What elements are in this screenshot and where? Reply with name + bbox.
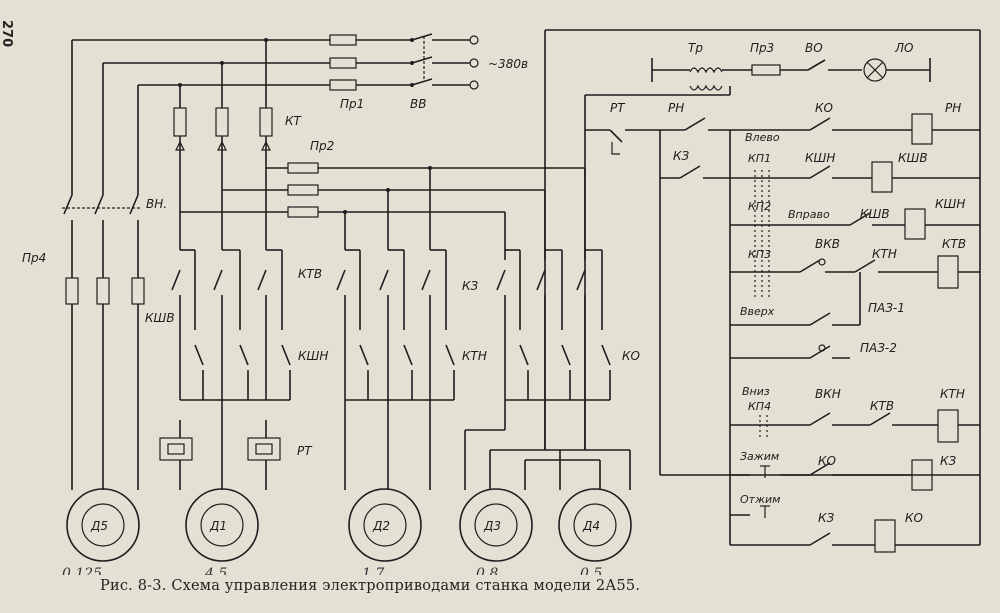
label-pr4: Пр4 [22, 251, 46, 265]
label-kz-otzhim: КЗ [818, 511, 835, 525]
contactors-d3-d4 [464, 168, 631, 490]
label-pr1: Пр1 [340, 97, 364, 111]
reversing-contactors-d1 [171, 168, 291, 420]
label-pr3: Пр3 [750, 41, 774, 55]
label-kp1: КП1 [748, 152, 771, 165]
control-rungs [585, 113, 980, 553]
motor-d4-note: 0,5 [580, 566, 602, 575]
label-ko-control: КО [815, 101, 833, 115]
label-ktv: КТВ [298, 267, 322, 281]
label-vpravo: Вправо [788, 208, 830, 221]
label-tr: Тр [688, 41, 703, 55]
thermal-relay-rt [159, 420, 281, 490]
label-ko-coil: КО [905, 511, 923, 525]
reversing-contactors-d2 [336, 166, 455, 490]
label-vv: ВВ [410, 97, 426, 111]
fuse-pr1 [329, 34, 357, 91]
motor-d5: Д5 [66, 488, 140, 562]
lamp-lo [863, 58, 931, 82]
motor-d2-note: 1,7 [362, 566, 384, 575]
motor-d1: Д1 [185, 488, 259, 562]
fuse-pr2 [179, 150, 585, 218]
label-rt: РТ [297, 444, 313, 458]
fuse-pr4 [65, 277, 145, 490]
label-vkv: ВКВ [815, 237, 840, 251]
motor-d1-note: 4,5 [204, 566, 227, 575]
label-ktn-control: КТН [872, 247, 897, 261]
label-rt-control: РТ [610, 101, 626, 115]
label-ktn: КТН [462, 349, 487, 363]
label-kshn-control: КШН [805, 151, 835, 165]
label-kshv: КШВ [145, 311, 175, 325]
label-kz-control: КЗ [673, 149, 690, 163]
label-kshn-coil: КШН [935, 197, 965, 211]
label-ktn-coil: КТН [940, 387, 965, 401]
label-rn-coil: РН [945, 101, 961, 115]
label-vverh: Вверх [740, 305, 775, 318]
label-pr2: Пр2 [310, 139, 334, 153]
label-vlevo: Влево [745, 131, 780, 144]
motor-d2: Д2 [348, 488, 422, 562]
motor-d4: Д4 [558, 488, 632, 562]
motor-d2-label: Д2 [372, 519, 390, 533]
label-rn: РН [668, 101, 684, 115]
motor-d3-note: 0,8 [476, 566, 498, 575]
label-ko: КО [622, 349, 640, 363]
label-otzhim: Отжим [740, 493, 780, 506]
label-vn: ВН. [146, 197, 167, 211]
transformer-tr [651, 58, 752, 95]
label-kshv-control: КШВ [860, 207, 890, 221]
motor-d5-label: Д5 [90, 519, 108, 533]
label-vo: ВО [805, 41, 823, 55]
label-ktv-coil: КТВ [942, 237, 966, 251]
label-lo: ЛО [894, 41, 913, 55]
motor-d4-label: Д4 [582, 519, 600, 533]
label-kp4: КП4 [748, 400, 771, 413]
fuse-pr3 [751, 64, 781, 76]
label-vniz: Вниз [742, 385, 770, 398]
supply-voltage-label: ~380в [488, 57, 528, 71]
label-zazhim: Зажим [740, 450, 779, 463]
label-kz: КЗ [462, 279, 479, 293]
label-paz2: ПАЗ-2 [860, 341, 897, 355]
figure-caption: Рис. 8-3. Схема управления электропривод… [100, 578, 641, 594]
control-circuit-diagram: Пр1 ВВ ~380в [22, 29, 981, 575]
label-kt: КТ [285, 114, 303, 128]
supply-terminals [469, 35, 479, 90]
motor-d3: Д3 [459, 488, 533, 562]
label-kshn: КШН [298, 349, 328, 363]
label-ktv-control: КТВ [870, 399, 894, 413]
label-kp2: КП2 [748, 200, 771, 213]
thermal-elements-kt [173, 38, 273, 151]
motor-d5-note: 0,125 [62, 566, 102, 575]
supply-bus-lines [71, 39, 470, 195]
lamp-switch-vo [780, 59, 862, 71]
label-kshv-coil: КШВ [898, 151, 928, 165]
switch-vn [62, 194, 140, 278]
motor-d1-label: Д1 [209, 519, 227, 533]
label-ko-zazhim: КО [818, 454, 836, 468]
label-kp3: КП3 [748, 248, 771, 261]
label-vkn: ВКН [815, 387, 841, 401]
main-switch-vv [410, 33, 433, 87]
motor-d3-label: Д3 [483, 519, 501, 533]
label-kz-coil: КЗ [940, 454, 957, 468]
label-paz1: ПАЗ-1 [868, 301, 905, 315]
